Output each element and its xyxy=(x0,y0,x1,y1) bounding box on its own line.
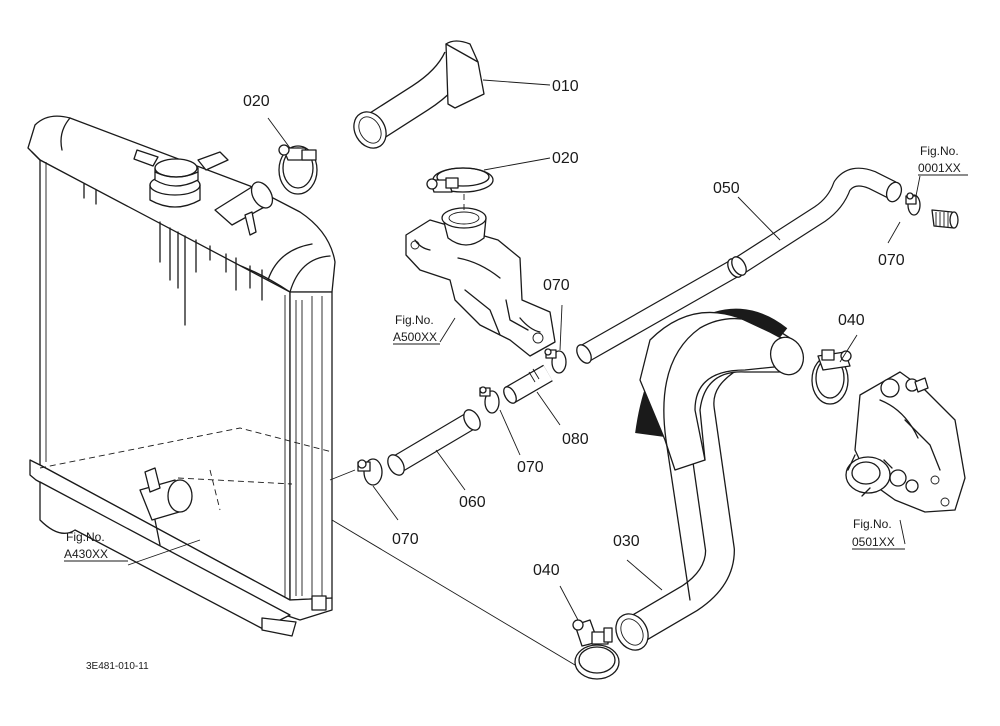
hose-060 xyxy=(387,409,481,476)
upper-hose-010 xyxy=(353,40,485,149)
figref-0501-title: Fig.No. xyxy=(853,517,892,531)
figref-a430-number: A430XX xyxy=(64,547,108,561)
fitting-0001 xyxy=(931,209,959,229)
figref-a500-number: A500XX xyxy=(393,330,437,344)
figref-a500-title: Fig.No. xyxy=(395,313,434,327)
figref-0001-number: 0001XX xyxy=(918,161,961,175)
figref-0501: Fig.No. 0501XX xyxy=(852,517,905,550)
figref-a430-title: Fig.No. xyxy=(66,530,105,544)
label-020-left: 020 xyxy=(243,93,270,110)
label-010: 010 xyxy=(552,78,579,95)
label-070-center: 070 xyxy=(517,459,544,476)
clamp-020-thermostat xyxy=(426,167,494,193)
label-030: 030 xyxy=(613,533,640,550)
clamp-020-upper-left xyxy=(278,144,318,195)
clamp-070-mid xyxy=(544,348,567,374)
clamp-070-upper-right xyxy=(905,192,921,216)
bypass-tube-050 xyxy=(576,167,903,364)
leader-lines xyxy=(127,79,921,666)
figref-a500: Fig.No. A500XX xyxy=(393,313,440,345)
label-060: 060 xyxy=(459,494,486,511)
figref-a430: Fig.No. A430XX xyxy=(64,530,128,562)
clamp-070-left xyxy=(357,458,383,486)
clamp-040-lower xyxy=(572,619,620,680)
clamp-070-center xyxy=(479,386,500,414)
clamp-040-pump xyxy=(811,349,852,405)
lower-hose-030 xyxy=(615,308,805,651)
radiator xyxy=(27,115,336,637)
label-040-lower: 040 xyxy=(533,562,560,579)
label-020-right: 020 xyxy=(552,150,579,167)
label-040-pump: 040 xyxy=(838,312,865,329)
water-pump xyxy=(845,371,966,513)
drawing-code: 3E481-010-11 xyxy=(86,661,149,672)
figref-0001-title: Fig.No. xyxy=(920,144,959,158)
figref-0001: Fig.No. 0001XX xyxy=(918,144,968,176)
figref-0501-number: 0501XX xyxy=(852,535,895,549)
label-050: 050 xyxy=(713,180,740,197)
label-070-mid: 070 xyxy=(543,277,570,294)
pipe-080 xyxy=(503,364,553,404)
label-070-right: 070 xyxy=(878,252,905,269)
thermostat-housing xyxy=(405,190,556,357)
label-070-left: 070 xyxy=(392,531,419,548)
label-080: 080 xyxy=(562,431,589,448)
